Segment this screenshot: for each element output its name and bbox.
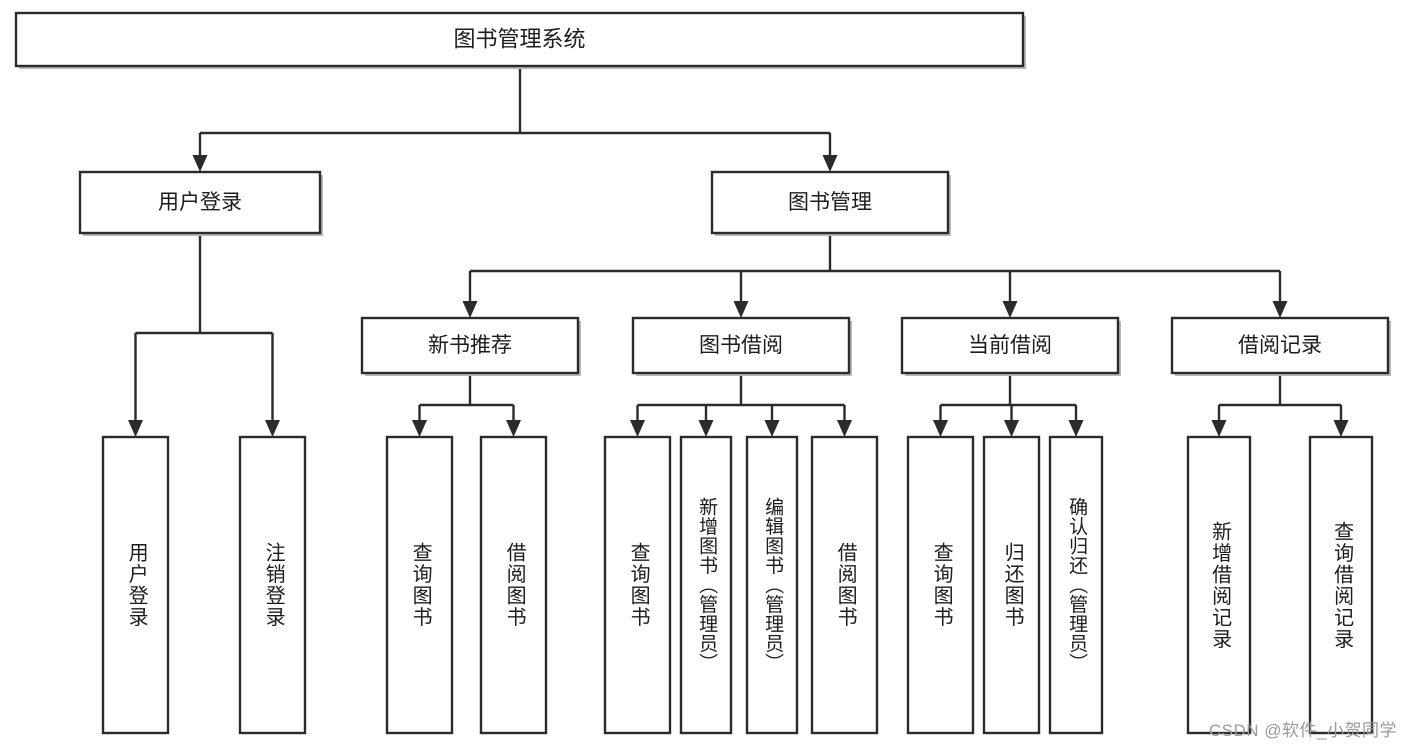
leaf-node-box[interactable] <box>603 435 672 735</box>
arrow-head-icon <box>733 301 749 318</box>
arrow-head-icon <box>412 420 427 437</box>
arrow-head-icon <box>933 420 948 437</box>
leaf-node-box[interactable] <box>238 435 307 735</box>
edges-layer <box>128 66 1349 437</box>
arrow-head-icon <box>192 155 208 172</box>
level2-node-box[interactable] <box>631 316 851 375</box>
arrow-head-icon <box>630 420 645 437</box>
leaf-node-box[interactable] <box>679 435 733 735</box>
level1-node-box[interactable] <box>710 170 950 235</box>
leaf-node-box[interactable] <box>1186 435 1252 735</box>
leaf-node-box[interactable] <box>906 435 975 735</box>
arrow-head-icon <box>1272 301 1288 318</box>
level1-node-label: 用户登录 <box>158 191 242 214</box>
level2-node-label: 当前借阅 <box>968 334 1052 357</box>
root-node-label: 图书管理系统 <box>453 26 585 51</box>
leaf-node-box[interactable] <box>479 435 548 735</box>
level2-node-box[interactable] <box>360 316 580 375</box>
arrow-head-icon <box>1002 301 1018 318</box>
level1-node-label: 图书管理 <box>788 191 872 214</box>
level2-node-box[interactable] <box>1170 316 1390 375</box>
leaf-node-box[interactable] <box>1048 435 1104 735</box>
arrow-head-icon <box>1068 420 1084 437</box>
leaf-node-box[interactable] <box>982 435 1041 735</box>
leaf-node-box[interactable] <box>1308 435 1374 735</box>
level2-node-label: 图书借阅 <box>699 334 783 357</box>
arrow-head-icon <box>462 301 478 318</box>
arrow-head-icon <box>506 420 521 437</box>
leaf-node-box[interactable] <box>810 435 879 735</box>
level2-node-box[interactable] <box>900 316 1120 375</box>
level2-node-label: 新书推荐 <box>428 334 512 357</box>
root-node-box[interactable] <box>14 11 1025 68</box>
leaf-node-box[interactable] <box>385 435 454 735</box>
arrow-head-icon <box>1004 420 1019 437</box>
arrow-head-icon <box>698 420 714 437</box>
level1-node-box[interactable] <box>78 170 322 235</box>
nodes-layer <box>14 11 1391 735</box>
leaf-node-box[interactable] <box>101 435 170 735</box>
leaf-node-box[interactable] <box>745 435 799 735</box>
arrow-head-icon <box>128 420 143 437</box>
level2-node-label: 借阅记录 <box>1238 334 1322 357</box>
watermark-text: CSDN @软件_小贺同学 <box>1208 721 1397 740</box>
arrow-head-icon <box>1333 420 1349 437</box>
arrow-head-icon <box>1211 420 1227 437</box>
arrow-head-icon <box>265 420 280 437</box>
arrow-head-icon <box>764 420 780 437</box>
arrow-head-icon <box>822 155 838 172</box>
arrow-head-icon <box>837 420 852 437</box>
